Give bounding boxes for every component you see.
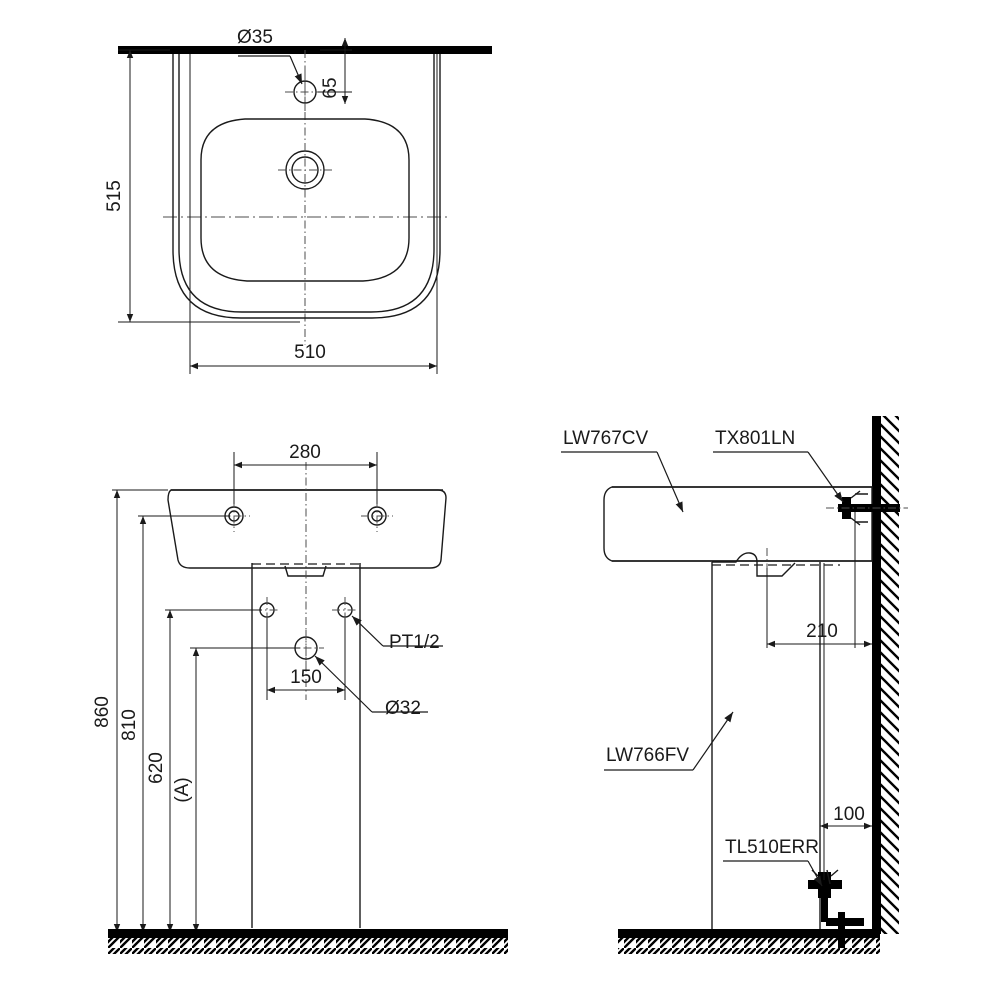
dimension-210: 210 [766,512,872,648]
side-wall-hatch [881,416,899,934]
dimension-860-label: 860 [92,696,113,728]
front-view: 280 150 PT1/2 Ø32 860 [92,442,508,954]
dimension-280: 280 [233,442,378,504]
side-trap-profile [712,552,796,577]
side-wall-line [872,416,881,934]
label-lw766fv-text: LW766FV [606,745,689,766]
dimension-510-label: 510 [294,342,326,363]
dimension-620: 620 [146,610,174,932]
dimension-280-label: 280 [289,442,321,463]
dimension-dia35-label: Ø35 [237,27,273,48]
dimension-860: 860 [92,490,121,932]
side-floor-hatch [618,938,880,954]
dimension-65-label: 65 [320,77,341,98]
label-lw767cv-text: LW767CV [563,428,649,449]
label-lw767cv: LW767CV [561,428,684,513]
dimension-A: (A) [172,648,200,932]
front-basin-body [167,489,447,569]
plan-view: Ø35 65 515 510 [104,27,492,374]
label-tl510err-text: TL510ERR [725,837,819,858]
dimension-dia35: Ø35 [237,27,303,85]
label-tl510err: TL510ERR [723,837,823,887]
side-view: LW767CV TX801LN LW766FV TL510ERR 21 [561,416,908,954]
label-dia32: Ø32 [314,655,428,719]
basin-rim-outline [178,54,435,313]
dimension-150: 150 [266,618,346,700]
dimension-810-label: 810 [119,709,140,741]
dimension-65: 65 [318,38,352,104]
plan-drain-hole [278,143,332,197]
label-dia32-text: Ø32 [385,698,421,719]
dimension-515: 515 [104,49,300,323]
dimension-A-label: (A) [172,777,193,802]
basin-outer-outline [172,54,441,319]
label-pt12: PT1/2 [351,615,443,653]
label-pt12-text: PT1/2 [389,632,440,653]
dimension-210-label: 210 [806,621,838,642]
dimension-510: 510 [189,54,438,374]
basin-bowl-outline [200,118,410,282]
label-tx801ln: TX801LN [713,428,844,503]
dimension-515-label: 515 [104,180,125,212]
front-floor-hatch [108,938,508,954]
side-floor-line [618,929,880,938]
dimension-100: 100 [819,790,872,832]
label-lw766fv: LW766FV [604,711,734,771]
side-basin-outline [603,486,873,562]
dimension-620-label: 620 [146,752,167,784]
dimension-100-label: 100 [833,804,865,825]
label-tx801ln-text: TX801LN [715,428,795,449]
dimension-150-label: 150 [290,667,322,688]
front-fixing-hole-right [361,500,393,532]
dimension-810: 810 [119,516,147,932]
front-floor-line [108,929,508,938]
